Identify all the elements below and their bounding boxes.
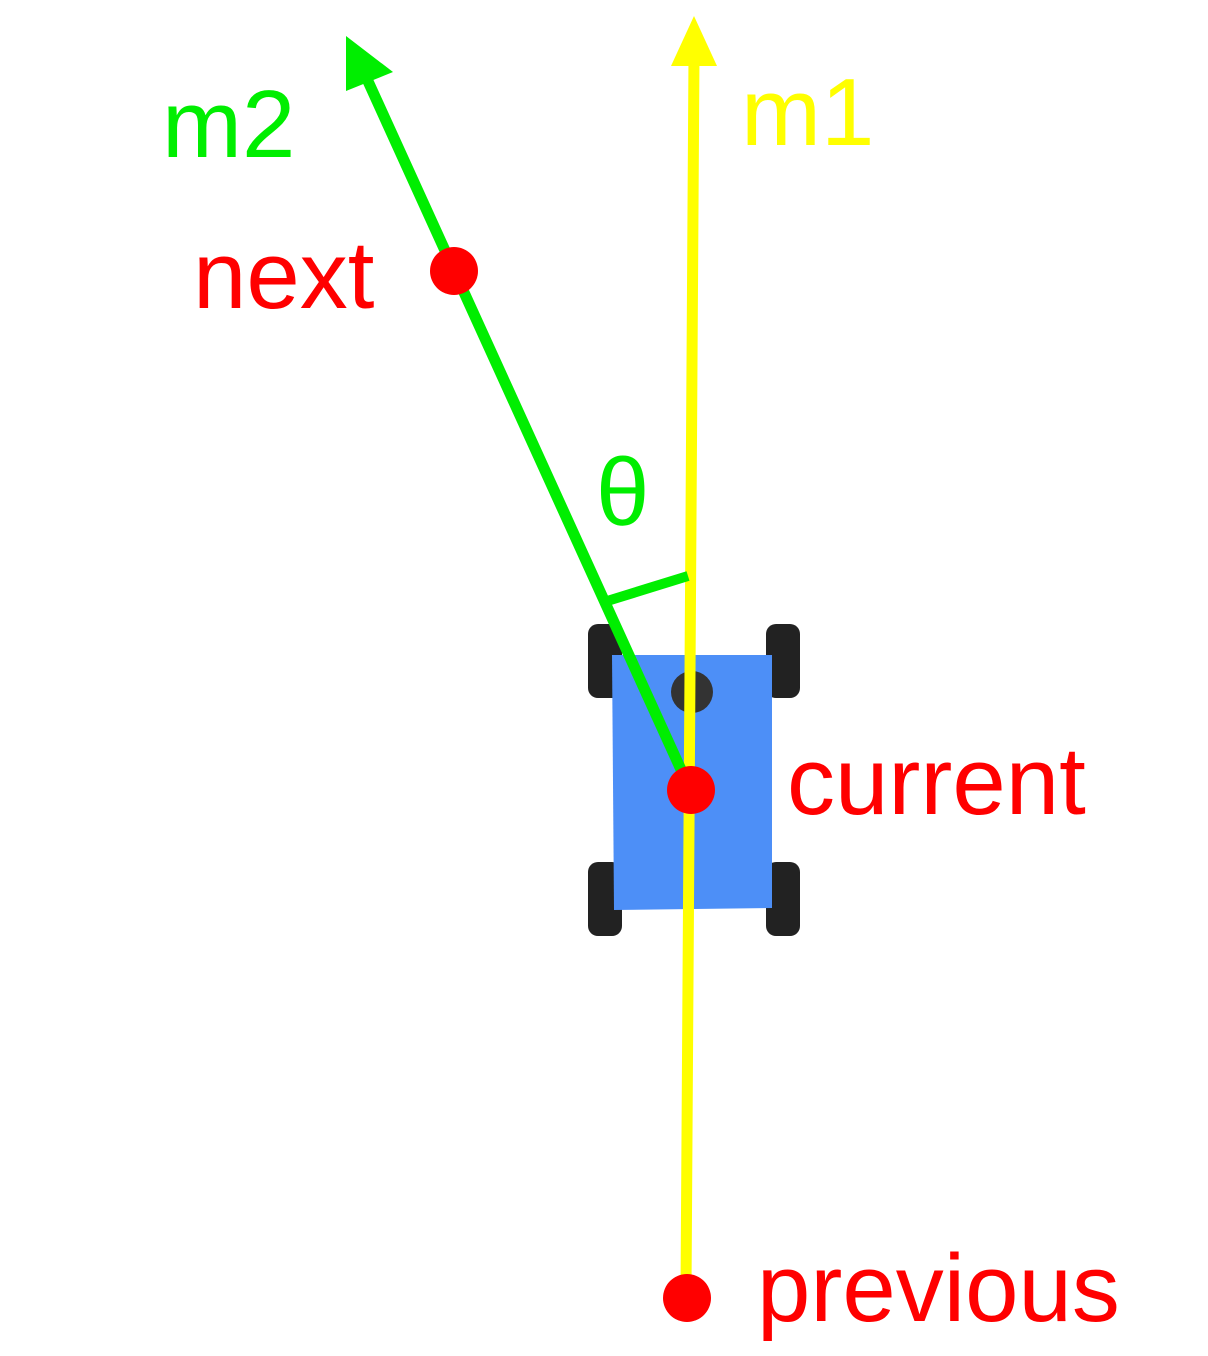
rear-right-wheel — [766, 862, 800, 936]
m2-arrowhead-icon — [346, 36, 393, 91]
m2-vector — [346, 36, 694, 791]
m1-label: m1 — [741, 59, 874, 166]
m1-vector — [671, 16, 717, 1296]
front-right-wheel — [766, 624, 800, 698]
next-waypoint — [430, 247, 478, 295]
theta-label: θ — [596, 439, 649, 546]
current-waypoint — [667, 766, 715, 814]
m2-label: m2 — [162, 71, 295, 178]
m1-arrowhead-icon — [671, 16, 717, 66]
previous-waypoint — [663, 1274, 711, 1322]
next-label: next — [193, 222, 374, 329]
current-label: current — [787, 728, 1086, 835]
rear-left-wheel — [588, 862, 622, 936]
theta-angle-marker — [602, 571, 690, 607]
previous-label: previous — [757, 1235, 1120, 1342]
